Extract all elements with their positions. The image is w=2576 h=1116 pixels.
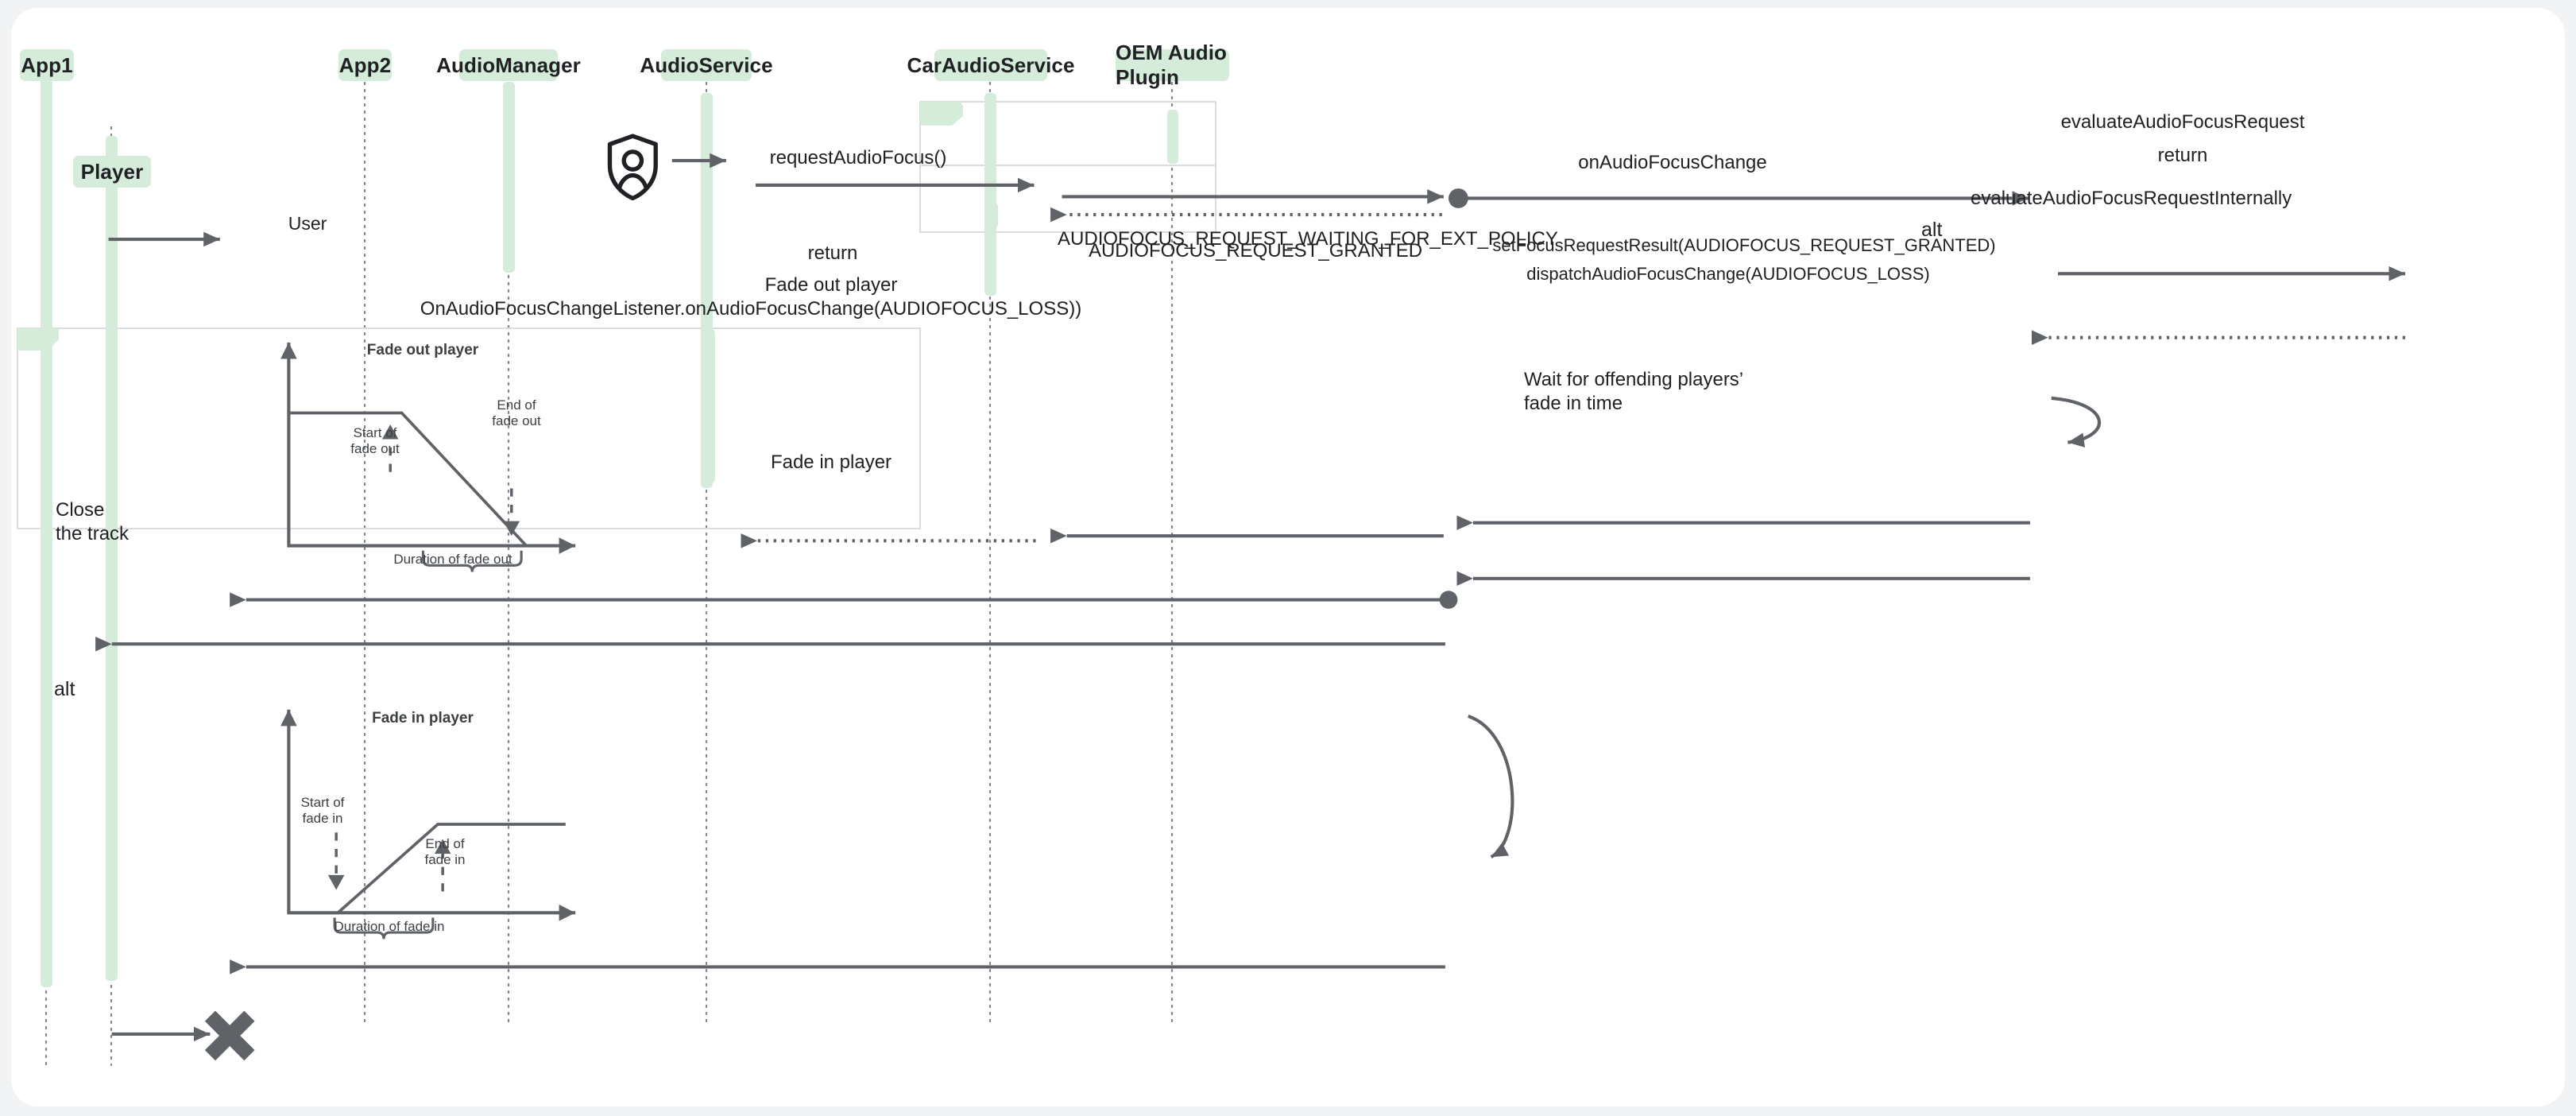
message-label-onAudioFocusChangeListener: OnAudioFocusChangeListener.onAudioFocusC… <box>420 298 1082 320</box>
message-label-waiting-for-ext-policy: AUDIOFOCUS_REQUEST_WAITING_FOR_EXT_POLIC… <box>1058 228 1558 250</box>
fade-in-chart-title: Fade in player <box>372 710 474 727</box>
fade-out-annotation-end: End of fade out <box>492 397 541 429</box>
fade-out-chart-title: Fade out player <box>366 342 479 358</box>
message-label-close-the-track: Close the track <box>56 499 130 544</box>
message-label-evaluateAudioFocusRequestInternally: evaluateAudioFocusRequestInternally <box>1971 188 2292 209</box>
message-label-AUDIOFOCUS_REQUEST_GRANTED: AUDIOFOCUS_REQUEST_GRANTED <box>1088 240 1423 262</box>
fade-in-annotation-end: End of fade in <box>424 836 466 868</box>
message-label-oem-return: return <box>2157 145 2208 166</box>
participant-app2[interactable]: App2 <box>338 49 392 81</box>
participant-label: OEM Audio Plugin <box>1116 41 1228 89</box>
message-label-setFocusRequestResult: setFocusRequestResult(AUDIOFOCUS_REQUEST… <box>1492 235 1996 255</box>
participant-audioservice[interactable]: AudioService <box>640 49 773 81</box>
actor-user-label: User <box>288 213 327 234</box>
message-label-dispatchAudioFocusChange: dispatchAudioFocusChange(AUDIOFOCUS_LOSS… <box>1526 264 1930 284</box>
participant-label: AudioManager <box>436 52 581 77</box>
participant-app1[interactable]: App1 <box>20 49 74 81</box>
participant-player[interactable]: Player <box>73 156 151 188</box>
message-label-fade-in-player: Fade in player <box>770 451 892 473</box>
participant-label: Player <box>80 159 144 184</box>
fade-out-annotation-duration: Duration of fade out <box>393 552 512 567</box>
participant-oemaudioplugin[interactable]: OEM Audio Plugin <box>1116 41 1229 89</box>
alt-fragment-top-label: alt <box>1921 219 1943 241</box>
message-label-fade-out-player: Fade out player <box>764 274 898 296</box>
message-label-onAudioFocusChange: onAudioFocusChange <box>1578 152 1767 173</box>
fade-in-annotation-duration: Duration of fade in <box>334 919 445 934</box>
alt-frame-top-graphics <box>919 101 1216 233</box>
message-label-requestAudioFocus: requestAudioFocus() <box>769 147 947 169</box>
participant-label: App1 <box>21 52 73 77</box>
participant-label: App2 <box>338 52 392 77</box>
participant-audiomanager[interactable]: AudioManager <box>436 49 581 81</box>
participant-caraudioservice[interactable]: CarAudioService <box>907 49 1074 81</box>
participant-label: CarAudioService <box>907 52 1075 77</box>
fade-out-annotation-start: Start of fade out <box>350 425 400 457</box>
fade-in-annotation-start: Start of fade in <box>300 795 345 827</box>
participant-label: AudioService <box>640 52 773 77</box>
message-label-return-app2: return <box>807 242 858 264</box>
alt-fragment-bottom-label: alt <box>54 678 75 700</box>
message-label-wait-for-fade-in: Wait for offending players’ fade in time <box>1524 369 1744 414</box>
message-label-evaluateAudioFocusRequest: evaluateAudioFocusRequest <box>2060 111 2305 133</box>
